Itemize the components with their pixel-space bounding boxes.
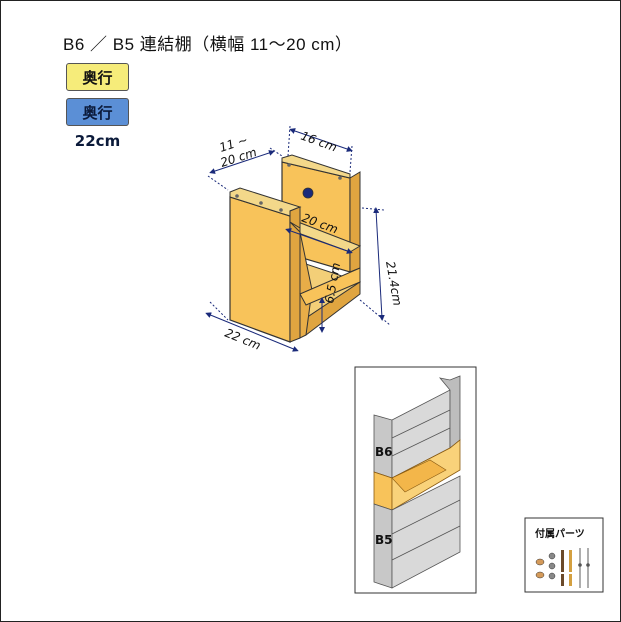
stack-label-lower: B5: [375, 533, 393, 547]
height-label: 21.4cm: [383, 260, 405, 307]
parts-title: 付属パーツ: [535, 527, 585, 540]
dimension-lines: [205, 125, 391, 352]
parts-box: 付属パーツ: [524, 517, 604, 593]
stack-preview: B6 B5: [354, 366, 477, 594]
top-depth-label: 16 cm: [299, 129, 339, 155]
depth-22-badge[interactable]: 奥行22cm: [66, 98, 129, 150]
hardware-parts-icon: [535, 548, 590, 588]
stack-label-upper: B6: [375, 445, 393, 459]
page-title: B6 ／ B5 連結棚（横幅 11〜20 cm）: [63, 35, 353, 54]
